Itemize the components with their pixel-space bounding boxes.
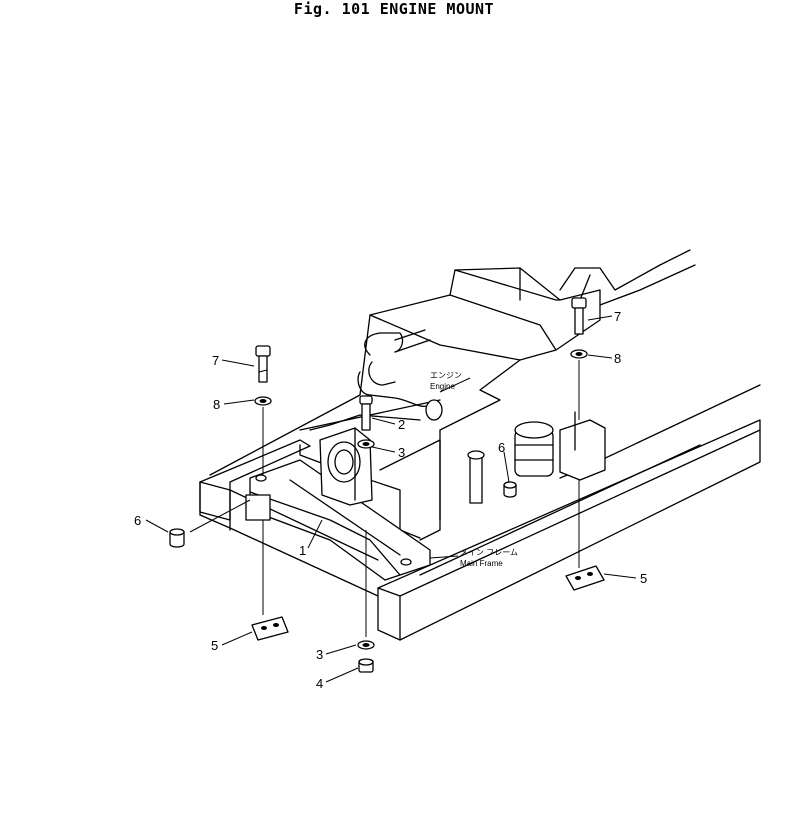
component-labels: エンジン Engine メイン フレーム Main Frame (430, 371, 518, 568)
frame-label-en: Main Frame (460, 559, 503, 568)
washer-8-right (570, 349, 588, 359)
axis-line-cushion-left (189, 499, 251, 533)
callout-3-top: 3 (398, 445, 405, 460)
washer-3-bottom (357, 640, 375, 650)
callout-7-right: 7 (614, 309, 621, 324)
bolt-7-left (255, 345, 271, 383)
plate-5-left (251, 616, 289, 641)
callout-7-left: 7 (212, 353, 219, 368)
callout-8-right: 8 (614, 351, 621, 366)
callouts: 7 8 6 1 5 3 4 2 3 6 7 8 5 (134, 309, 647, 691)
callout-6-right: 6 (498, 440, 505, 455)
pipes (357, 329, 443, 421)
callout-8-left: 8 (213, 397, 220, 412)
plate-5-right (565, 565, 605, 591)
right-damper (467, 411, 606, 504)
engine-mount-bracket (245, 427, 431, 581)
main-frame (377, 384, 761, 641)
callout-5-right: 5 (640, 571, 647, 586)
callout-3-bottom: 3 (316, 647, 323, 662)
callout-4: 4 (316, 676, 323, 691)
callout-5-left: 5 (211, 638, 218, 653)
figure-title: Fig. 101 ENGINE MOUNT (293, 0, 495, 18)
callout-6-left: 6 (134, 513, 141, 528)
callout-2: 2 (398, 417, 405, 432)
nut-4 (358, 658, 374, 673)
cushion-6-left (169, 528, 185, 548)
bolt-7-right (571, 297, 587, 335)
cushion-6-right (503, 481, 517, 498)
engine-label-en: Engine (430, 382, 455, 391)
washer-8-left (254, 396, 272, 406)
leader-lines (145, 315, 637, 683)
bolt-2 (359, 395, 373, 431)
callout-1: 1 (299, 543, 306, 558)
engine-label-jp: エンジン (430, 371, 462, 380)
frame-label-jp: メイン フレーム (460, 548, 518, 557)
washer-3-top (357, 439, 375, 449)
